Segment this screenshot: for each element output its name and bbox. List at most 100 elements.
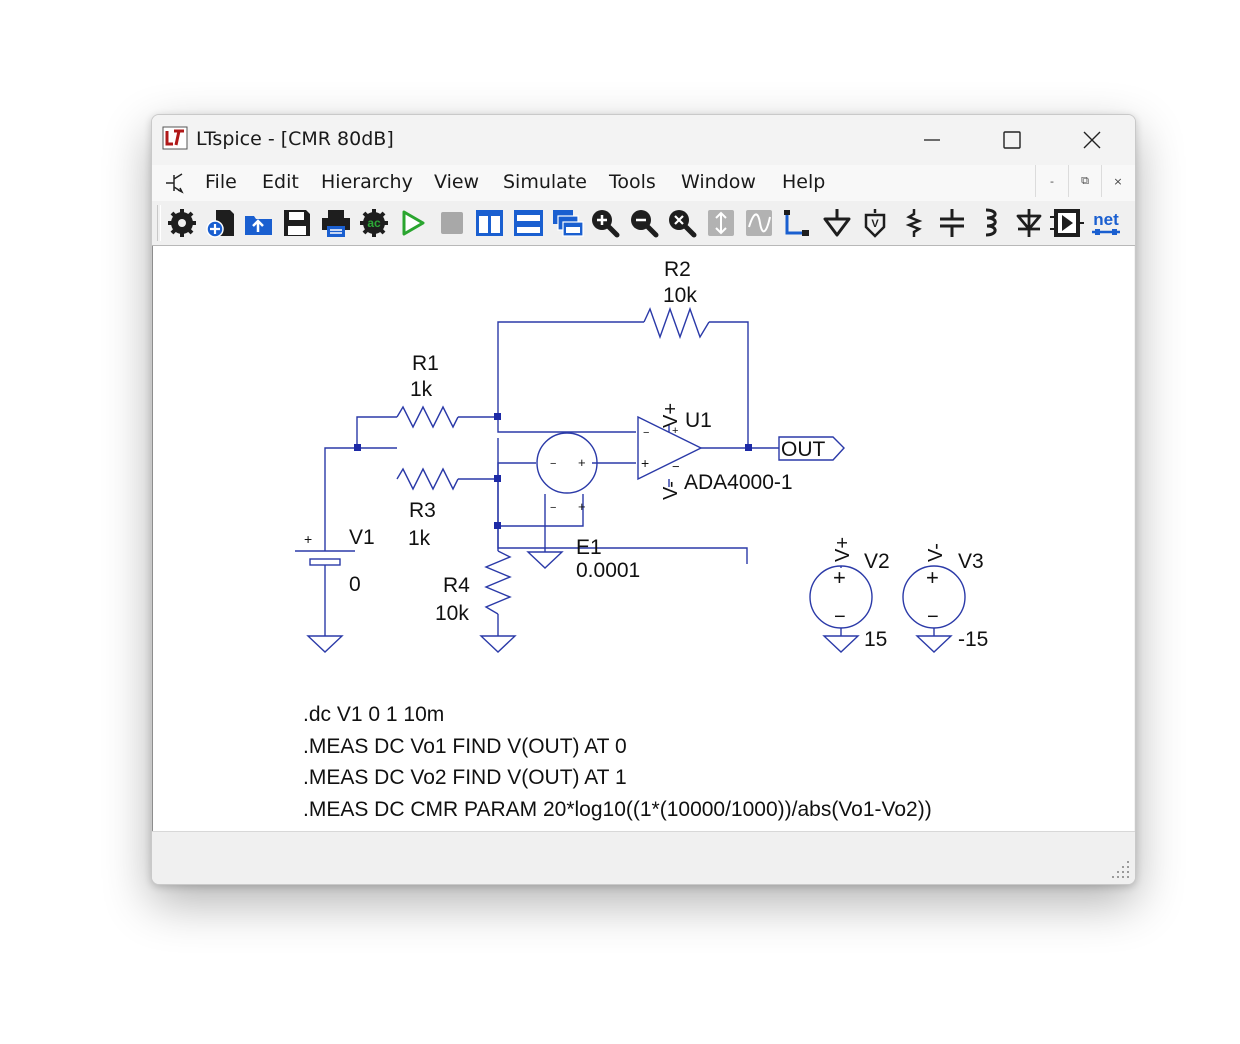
- voltage-source-v1[interactable]: [295, 550, 355, 576]
- zoom-out-icon: [631, 210, 659, 238]
- mdi-close-button[interactable]: ×: [1101, 165, 1134, 197]
- open-button[interactable]: [242, 207, 276, 239]
- tile-vertical-button[interactable]: [472, 207, 506, 239]
- ground-e1: [526, 551, 564, 569]
- u1-vminus-label: V-: [660, 481, 682, 500]
- menu-file[interactable]: File: [205, 171, 237, 193]
- spice-directive-dc[interactable]: .dc V1 0 1 10m: [303, 703, 445, 726]
- menu-tools[interactable]: Tools: [609, 171, 656, 193]
- voltage-source-v2[interactable]: [809, 565, 873, 636]
- close-icon: [1083, 131, 1101, 149]
- r1-value-label: 1k: [410, 378, 433, 401]
- minimize-button[interactable]: [892, 115, 972, 165]
- ground-v3: [915, 635, 953, 653]
- ground-v1: [306, 635, 344, 653]
- zoom-fit-button[interactable]: [665, 207, 699, 239]
- opamp-supply-plus-sign: +: [672, 425, 678, 437]
- menu-window[interactable]: Window: [681, 171, 756, 193]
- menu-edit[interactable]: Edit: [262, 171, 299, 193]
- ground-r4: [479, 635, 517, 653]
- zoom-fit-icon: [669, 210, 697, 238]
- spice-netlist-icon: net: [1092, 210, 1120, 235]
- maximize-button[interactable]: [972, 115, 1052, 165]
- schematic-canvas[interactable]: − + + − V+ V- U1 ADA4000-1 − + − + E1 0.…: [152, 246, 1134, 831]
- v2-plus-sign: +: [833, 565, 846, 590]
- svg-text:ac: ac: [367, 216, 381, 230]
- settings-button[interactable]: [166, 207, 200, 239]
- component-icon: [1050, 209, 1084, 237]
- resistor-r3[interactable]: [396, 467, 459, 491]
- component-button[interactable]: [1050, 207, 1084, 239]
- open-icon: [245, 216, 272, 235]
- spice-directive-meas-cmr[interactable]: .MEAS DC CMR PARAM 20*log10((1*(10000/10…: [303, 798, 932, 821]
- title-bar[interactable]: LTspice - [CMR 80dB]: [152, 115, 1135, 165]
- save-icon: [284, 210, 310, 236]
- schematic-drawing[interactable]: − + + − V+ V- U1 ADA4000-1 − + − + E1 0.…: [153, 246, 1134, 831]
- mdi-minimize-button[interactable]: -: [1035, 165, 1068, 197]
- zoom-out-button[interactable]: [627, 207, 661, 239]
- draw-wire-icon: [784, 210, 809, 236]
- opamp-u1[interactable]: [637, 415, 703, 481]
- v3-value-label: -15: [958, 628, 988, 651]
- cascade-button[interactable]: [550, 207, 584, 239]
- r4-name-label: R4: [443, 574, 470, 597]
- resize-grip-icon[interactable]: [1103, 859, 1131, 881]
- ground-v2: [822, 635, 860, 653]
- save-button[interactable]: [280, 207, 314, 239]
- inductor-button[interactable]: [974, 207, 1008, 239]
- mdi-restore-button[interactable]: ⧉: [1068, 165, 1101, 197]
- r3-name-label: R3: [409, 499, 436, 522]
- v3-name-label: V3: [958, 550, 984, 573]
- run-button[interactable]: [396, 207, 430, 239]
- spice-directive-meas-vo2[interactable]: .MEAS DC Vo2 FIND V(OUT) AT 1: [303, 766, 627, 789]
- out-label-text: OUT: [781, 438, 826, 461]
- ac-analysis-button[interactable]: ac: [357, 207, 391, 239]
- run-icon: [402, 210, 425, 236]
- ac-analysis-icon: ac: [360, 209, 388, 237]
- transistor-icon[interactable]: [162, 170, 188, 196]
- resistor-button[interactable]: [897, 207, 931, 239]
- e1-value-label: 0.0001: [576, 559, 640, 582]
- resistor-r1[interactable]: [396, 405, 459, 429]
- waveform-button[interactable]: [742, 207, 776, 239]
- v2-net-label: V+: [832, 537, 854, 562]
- autorange-icon: [708, 210, 734, 236]
- resistor-r4[interactable]: [484, 550, 512, 615]
- diode-button[interactable]: [1012, 207, 1046, 239]
- tile-horizontal-button[interactable]: [511, 207, 545, 239]
- voltage-source-v3[interactable]: [902, 565, 966, 636]
- new-schematic-button[interactable]: [204, 207, 238, 239]
- capacitor-button[interactable]: [935, 207, 969, 239]
- e1-in-plus: +: [578, 499, 586, 514]
- halt-button[interactable]: [434, 207, 468, 239]
- wires: [324, 321, 779, 636]
- v1-value-label: 0: [349, 573, 361, 596]
- menu-help[interactable]: Help: [782, 171, 826, 193]
- zoom-in-button[interactable]: [588, 207, 622, 239]
- v2-value-label: 15: [864, 628, 887, 651]
- e1-out-minus: −: [550, 458, 556, 470]
- r2-value-label: 10k: [663, 284, 697, 307]
- draw-wire-button[interactable]: [781, 207, 815, 239]
- svg-text:V: V: [871, 218, 879, 230]
- spice-directive-meas-vo1[interactable]: .MEAS DC Vo1 FIND V(OUT) AT 0: [303, 735, 627, 758]
- autorange-button[interactable]: [704, 207, 738, 239]
- halt-icon: [441, 212, 463, 234]
- u1-name-label: U1: [685, 409, 712, 432]
- toolbar-grip[interactable]: [157, 205, 161, 241]
- menu-hierarchy[interactable]: Hierarchy: [321, 171, 413, 193]
- new-schematic-icon: [206, 210, 234, 238]
- spice-netlist-button[interactable]: net: [1089, 207, 1123, 239]
- resistor-r2[interactable]: [643, 306, 710, 340]
- print-button[interactable]: [319, 207, 353, 239]
- window-title: LTspice - [CMR 80dB]: [196, 128, 394, 150]
- menu-view[interactable]: View: [434, 171, 480, 193]
- out-net-label[interactable]: [778, 436, 845, 461]
- label-net-button[interactable]: V: [858, 207, 892, 239]
- junctions: [354, 413, 752, 529]
- ground-button[interactable]: [820, 207, 854, 239]
- v2-minus-sign: −: [834, 606, 846, 628]
- vcvs-e1[interactable]: [536, 432, 598, 514]
- close-button[interactable]: [1052, 115, 1132, 165]
- menu-simulate[interactable]: Simulate: [503, 171, 587, 193]
